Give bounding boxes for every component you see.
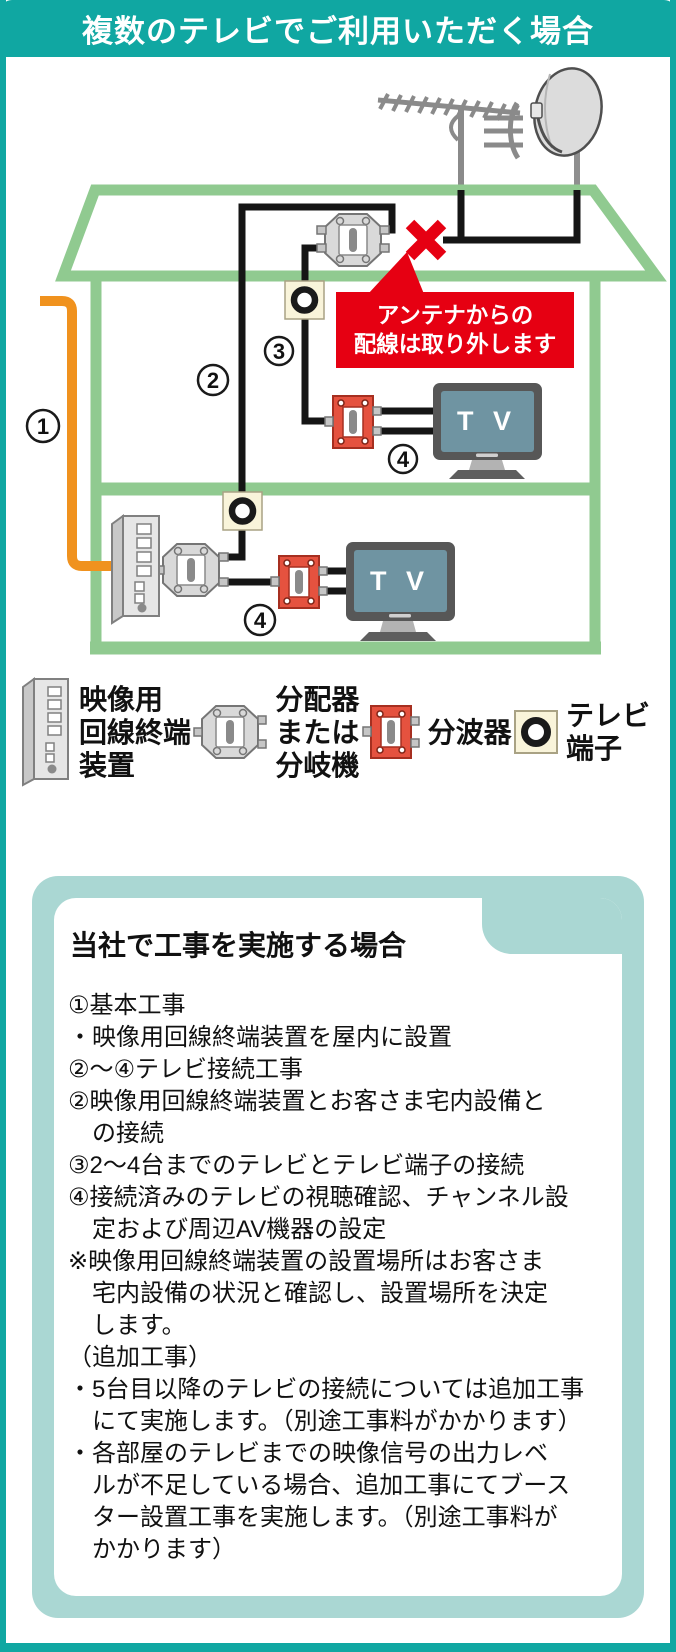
- marker-1: 1: [37, 414, 49, 439]
- note-line: ター設置工事を実施します。（別途工事料が: [92, 1504, 558, 1531]
- legend: 映像用 回線終端 装置 分配器 または 分岐機: [6, 662, 670, 802]
- callout-line1: アンテナからの: [377, 303, 534, 328]
- wave-splitter-icon: [361, 705, 420, 759]
- tv-label-2f: T V: [457, 406, 517, 436]
- tv-outlet-icon-1f: [222, 491, 263, 531]
- legend-item-splitter: 分配器 または 分岐機: [193, 683, 359, 782]
- splitter-icon: [193, 705, 268, 759]
- note-line: ①基本工事: [68, 992, 186, 1019]
- note-line: します。: [92, 1312, 186, 1339]
- legend-label-wave-splitter: 分波器: [427, 716, 512, 748]
- legend-item-onu: 映像用 回線終端 装置: [21, 677, 191, 787]
- notes-list: ①基本工事 ・映像用回線終端装置を屋内に設置 ②〜④テレビ接続工事 ②映像用回線…: [68, 990, 608, 1566]
- notes-title: 当社で工事を実施する場合: [70, 930, 407, 961]
- tv-outlet-icon-2f: [284, 280, 325, 320]
- wiring-diagram-svg: アンテナからの 配線は取り外します: [25, 67, 667, 655]
- tv-label-1f: T V: [370, 566, 430, 596]
- note-line: にて実施します。（別途工事料がかかります）: [92, 1408, 582, 1435]
- tv-outlet-icon: [513, 710, 558, 754]
- splitter-icon-1f: [154, 543, 229, 597]
- note-line: ④接続済みのテレビの視聴確認、チャンネル設: [68, 1184, 569, 1211]
- legend-label-tv-outlet: テレビ 端子: [565, 700, 650, 764]
- disconnect-x-icon: [405, 219, 447, 261]
- tv2f-cables: [375, 407, 434, 435]
- note-line: ②〜④テレビ接続工事: [68, 1056, 304, 1083]
- note-line: （追加工事）: [68, 1344, 212, 1371]
- note-line: の接続: [92, 1120, 164, 1147]
- wiring-diagram: アンテナからの 配線は取り外します: [6, 57, 670, 662]
- uhf-antenna-icon: [377, 93, 523, 190]
- marker-2: 2: [207, 368, 219, 393]
- note-line: 定および周辺AV機器の設定: [92, 1216, 387, 1243]
- callout-box: [336, 292, 574, 368]
- wave-splitter-icon-1f: [270, 555, 328, 609]
- note-line: かかります）: [92, 1536, 236, 1563]
- cable-2: [218, 203, 396, 561]
- marker-3: 3: [273, 339, 285, 364]
- page-title: 複数のテレビでご利用いただく場合: [82, 14, 594, 49]
- note-line: ルが不足している場合、追加工事にてブース: [92, 1472, 571, 1499]
- note-line: ※映像用回線終端装置の設置場所はお客さま: [68, 1248, 545, 1275]
- legend-label-onu: 映像用 回線終端 装置: [79, 683, 192, 781]
- note-line: ・各部屋のテレビまでの映像信号の出力レベ: [68, 1440, 548, 1467]
- cable-3: [301, 244, 330, 425]
- marker-4-1f: 4: [254, 608, 267, 633]
- construction-notes-panel: 当社で工事を実施する場合 ①基本工事 ・映像用回線終端装置を屋内に設置 ②〜④テ…: [32, 876, 644, 1618]
- optical-drop-cable: [40, 296, 113, 571]
- legend-label-splitter: 分配器 または 分岐機: [275, 683, 360, 781]
- dish-cable: [443, 190, 581, 244]
- title-banner: 複数のテレビでご利用いただく場合: [6, 0, 670, 57]
- note-line: ・5台目以降のテレビの接続については追加工事: [68, 1376, 585, 1403]
- folder-notch: [482, 898, 622, 954]
- onu-icon-diagram: [111, 514, 160, 625]
- marker-4-2f: 4: [397, 447, 410, 472]
- note-line: ・映像用回線終端装置を屋内に設置: [68, 1024, 452, 1051]
- step-markers: 1 2 3 4 4: [25, 335, 419, 637]
- notes-card: 当社で工事を実施する場合 ①基本工事 ・映像用回線終端装置を屋内に設置 ②〜④テ…: [54, 898, 622, 1596]
- callout-pointer: [368, 252, 424, 294]
- callout-line2: 配線は取り外します: [354, 331, 557, 357]
- wave-splitter-icon-2f: [324, 395, 382, 449]
- legend-item-tv-outlet: テレビ 端子: [513, 699, 650, 765]
- note-line: ③2〜4台までのテレビとテレビ端子の接続: [68, 1152, 525, 1179]
- tv-icon-1f: T V: [346, 542, 455, 641]
- tv-icon-2f: T V: [433, 383, 542, 479]
- splitter-icon-roof: [316, 213, 390, 267]
- note-line: ②映像用回線終端装置とお客さま宅内設備と: [68, 1088, 546, 1115]
- satellite-dish-icon: [530, 67, 603, 190]
- onu-icon: [22, 677, 69, 787]
- legend-item-wave-splitter: 分波器: [361, 703, 512, 761]
- note-line: 宅内設備の状況と確認し、設置場所を決定: [92, 1280, 548, 1307]
